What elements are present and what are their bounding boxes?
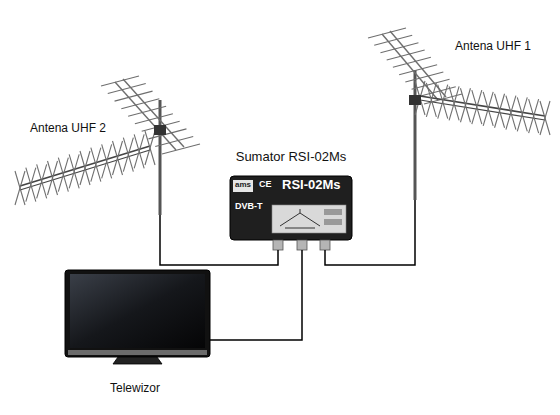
antenna-label: Antena UHF 2 — [30, 122, 106, 135]
standard-label: DVB-T — [235, 202, 263, 212]
combiner-node: Sumator RSI-02Ms ams CE RSI-02MsDVB-T — [226, 150, 356, 250]
antenna-node: Antena UHF 1 — [372, 28, 552, 200]
tv-drawing — [65, 270, 210, 364]
antenna-drawing — [15, 76, 200, 215]
ce-mark: CE — [259, 180, 272, 190]
model-name: RSI-02Ms — [282, 178, 341, 192]
combiner-housing — [230, 176, 352, 250]
coax-cable — [210, 250, 302, 340]
antenna-label: Antena UHF 1 — [455, 40, 531, 53]
device-title: Sumator RSI-02Ms — [236, 150, 347, 164]
coax-cable — [160, 215, 278, 265]
device-label: Telewizor — [110, 382, 160, 395]
brand-logo: ams — [235, 181, 251, 190]
tv-node: Telewizor — [60, 268, 210, 402]
antenna-node: Antena UHF 2 — [10, 70, 192, 215]
antenna-drawing — [368, 28, 550, 200]
coax-cable — [325, 200, 415, 265]
